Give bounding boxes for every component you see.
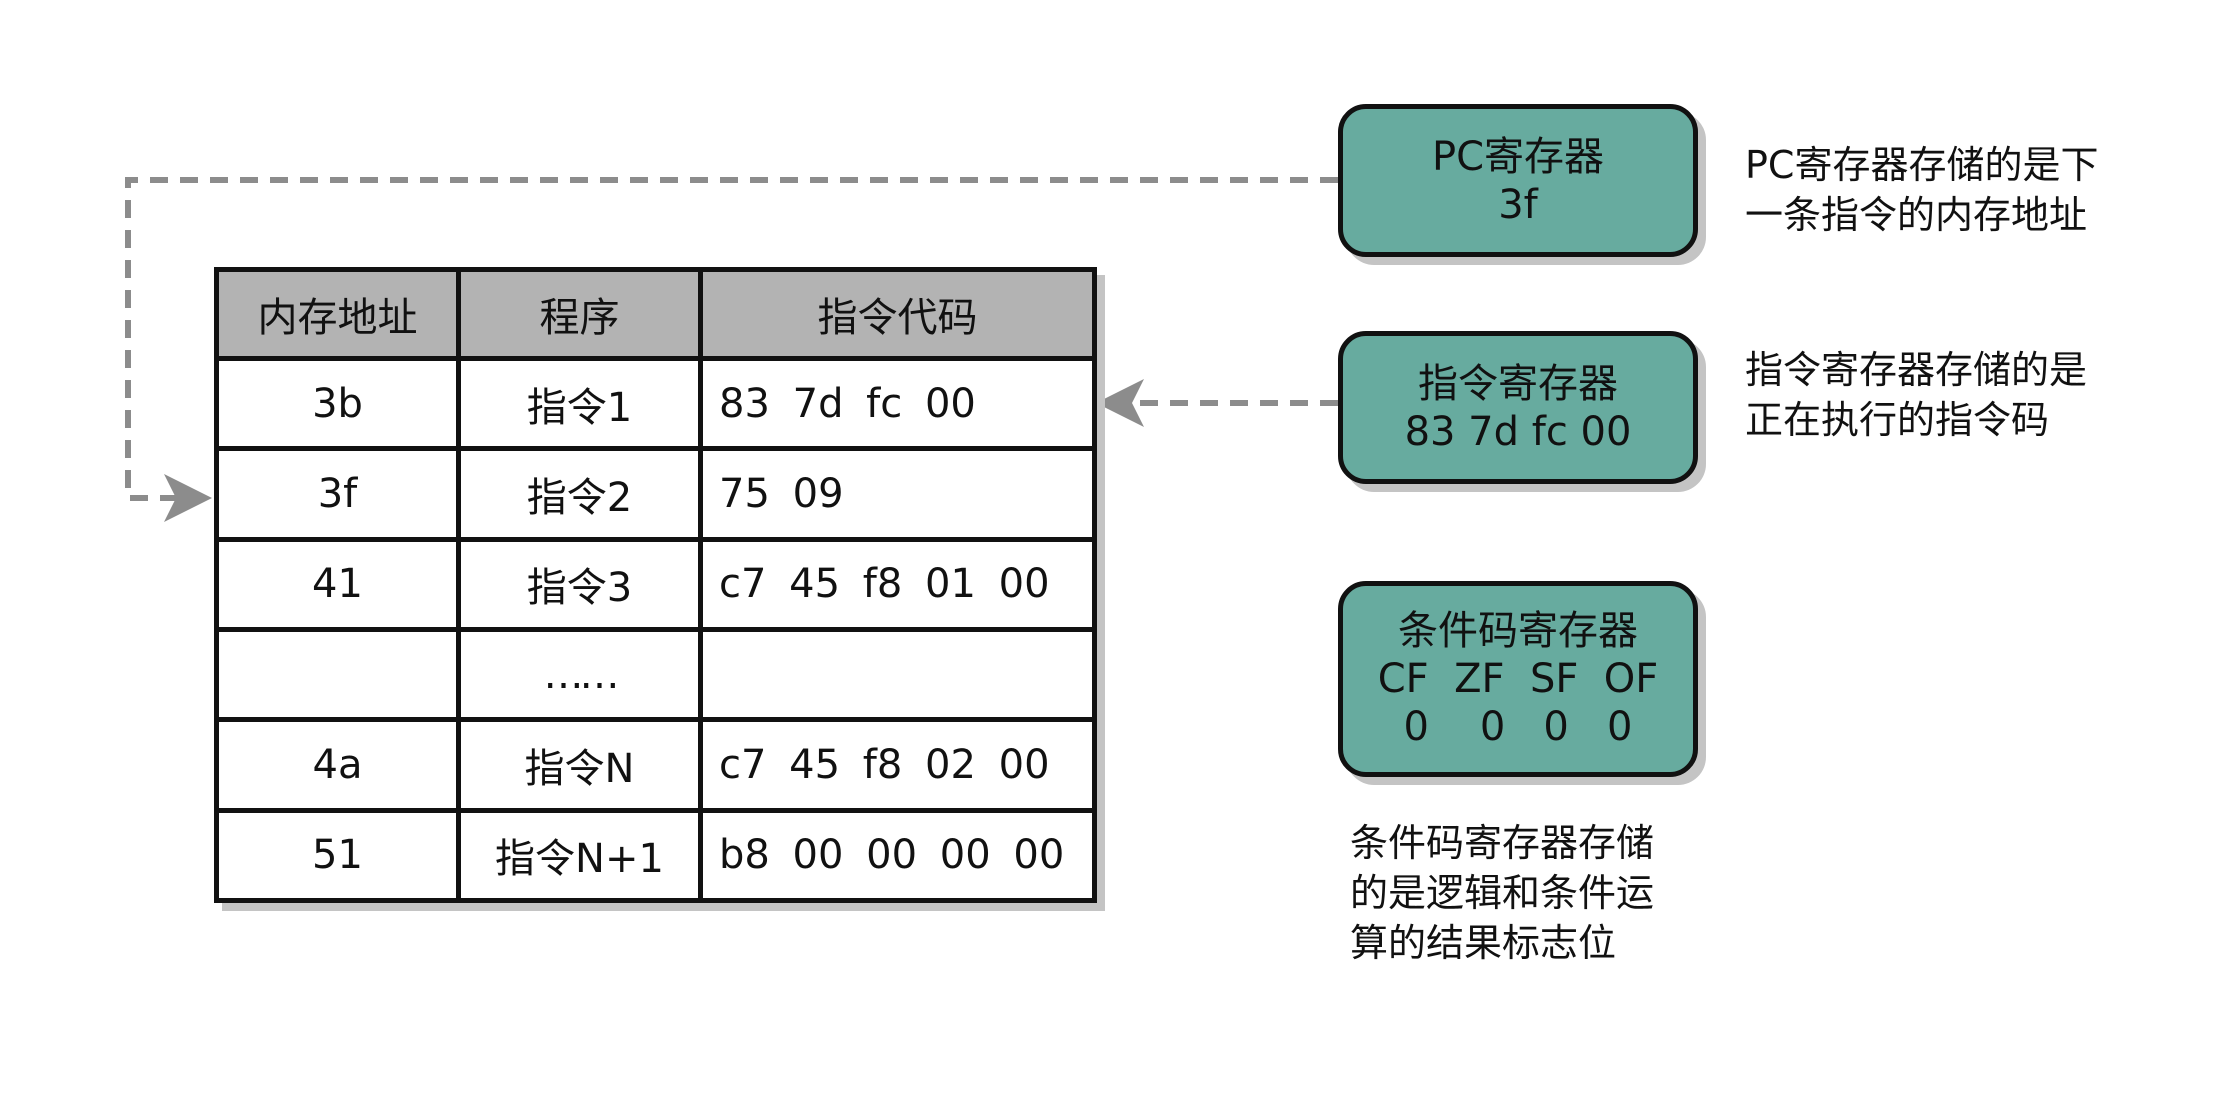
column-header-code: 指令代码 [698,267,1097,361]
code-cell: c7 45 f8 02 00 [698,717,1097,813]
pc-register-note: PC寄存器存储的是下 一条指令的内存地址 [1745,143,2099,237]
instruction-register-note: 指令寄存器存储的是 正在执行的指令码 [1745,348,2088,442]
table-row: 3b 指令1 83 7d fc 00 [214,355,1097,452]
program-cell: 指令2 [456,446,703,542]
condition-code-register-title: 条件码寄存器 [1398,608,1638,654]
memory-table-header-row: 内存地址 程序 指令代码 [214,267,1097,361]
condition-code-flag-values: 0 0 0 0 [1403,704,1633,750]
program-cell: 指令N [456,717,703,813]
memory-table: 内存地址 程序 指令代码 3b 指令1 83 7d fc 00 3f 指令2 7… [214,267,1097,904]
program-cell: …… [456,626,703,723]
program-cell: 指令N+1 [456,807,703,904]
condition-code-register-box: 条件码寄存器 CF ZF SF OF 0 0 0 0 [1338,581,1698,777]
address-cell: 51 [214,807,461,904]
code-cell: 83 7d fc 00 [698,355,1097,452]
program-cell: 指令3 [456,536,703,632]
address-cell: 4a [214,717,461,813]
pc-register-value: 3f [1498,181,1538,228]
instruction-register-value: 83 7d fc 00 [1404,408,1632,455]
table-row: 3f 指令2 75 09 [214,446,1097,542]
condition-code-register-note: 条件码寄存器存储 的是逻辑和条件运 算的结果标志位 [1350,821,1655,965]
column-header-address: 内存地址 [214,267,461,361]
table-row: …… [214,626,1097,723]
table-row: 41 指令3 c7 45 f8 01 00 [214,536,1097,632]
condition-code-flag-names: CF ZF SF OF [1377,656,1659,702]
address-cell [214,626,461,723]
address-cell: 41 [214,536,461,632]
address-cell: 3b [214,355,461,452]
code-cell: c7 45 f8 01 00 [698,536,1097,632]
instruction-register-box: 指令寄存器 83 7d fc 00 [1338,331,1698,484]
code-cell [698,626,1097,723]
code-cell: 75 09 [698,446,1097,542]
table-row: 4a 指令N c7 45 f8 02 00 [214,717,1097,813]
column-header-program: 程序 [456,267,703,361]
instruction-register-title: 指令寄存器 [1418,360,1618,407]
code-cell: b8 00 00 00 00 [698,807,1097,904]
address-cell: 3f [214,446,461,542]
pc-register-title: PC寄存器 [1431,133,1605,180]
program-cell: 指令1 [456,355,703,452]
pc-register-box: PC寄存器 3f [1338,104,1698,257]
table-row: 51 指令N+1 b8 00 00 00 00 [214,807,1097,904]
